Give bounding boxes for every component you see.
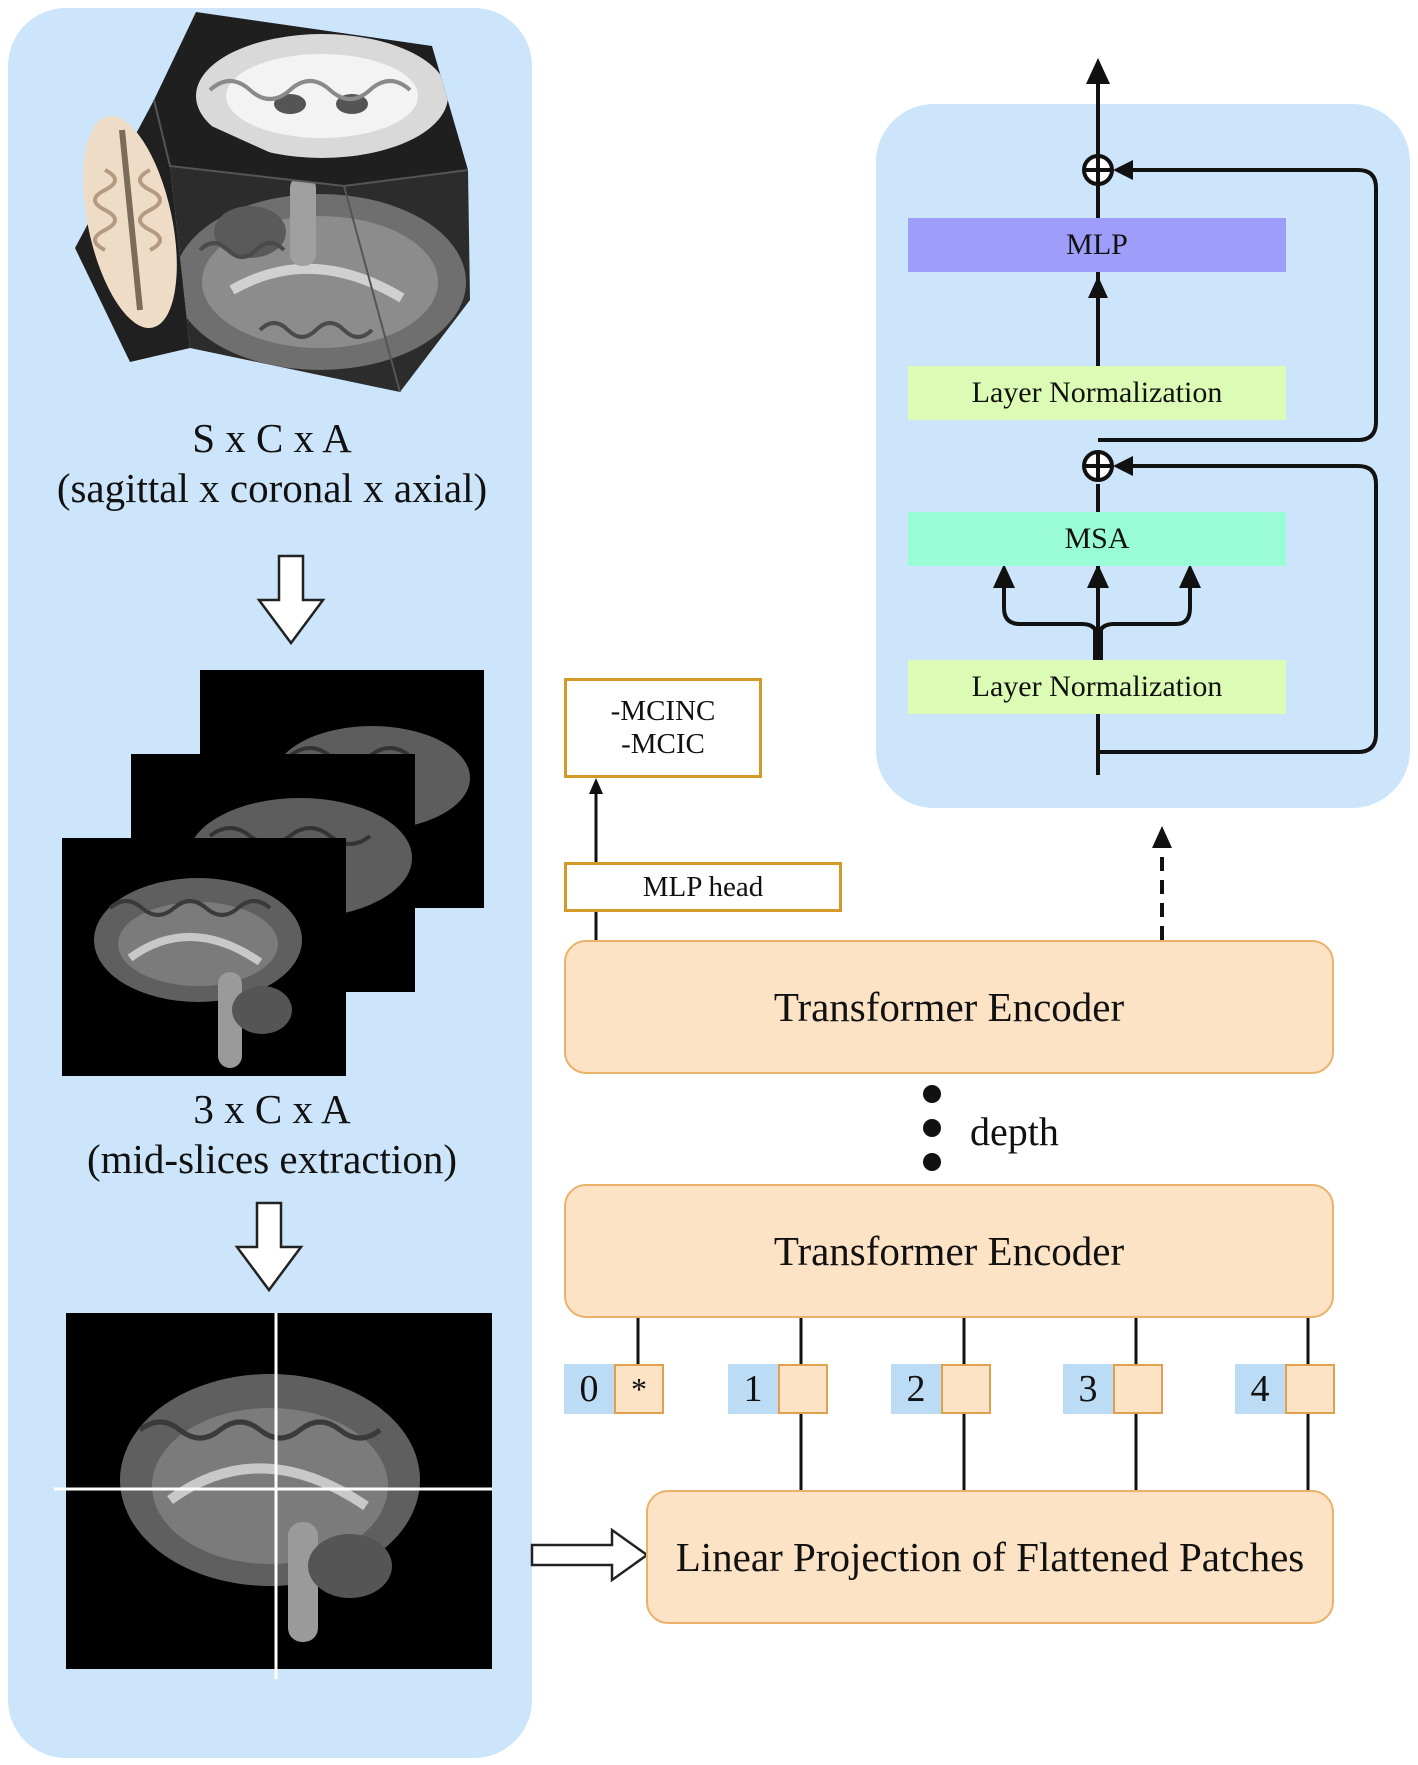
output-classes-box: -MCINC -MCIC [564,678,762,778]
layer-norm-lower-block: Layer Normalization [908,660,1286,714]
token-patch-4 [1285,1364,1335,1414]
token-patch-2 [941,1364,991,1414]
slices-caption-dims: 3 x C x A [193,1086,351,1132]
msa-block: MSA [908,512,1286,566]
linear-projection-box: Linear Projection of Flattened Patches [646,1490,1334,1624]
slices-caption-method: (mid-slices extraction) [86,1136,457,1182]
token-patch-0: * [614,1364,664,1414]
depth-label: depth [970,1109,1059,1154]
layer-norm-upper-block: Layer Normalization [908,366,1286,420]
token-index-4: 4 [1235,1364,1285,1414]
output-class-mcinc: -MCINC [610,695,716,727]
mlp-block: MLP [908,218,1286,272]
token-patch-3 [1113,1364,1163,1414]
cube-caption-dims: S x C x A [192,415,352,461]
token-index-1: 1 [728,1364,778,1414]
token-index-2: 2 [891,1364,941,1414]
output-class-mcic: -MCIC [621,728,705,760]
transformer-encoder-bottom: Transformer Encoder [564,1184,1334,1318]
mlp-head-box: MLP head [564,862,842,912]
transformer-encoder-top: Transformer Encoder [564,940,1334,1074]
token-index-0: 0 [564,1364,614,1414]
cube-caption-planes: (sagittal x coronal x axial) [56,465,488,511]
token-index-3: 3 [1063,1364,1113,1414]
token-patch-1 [778,1364,828,1414]
